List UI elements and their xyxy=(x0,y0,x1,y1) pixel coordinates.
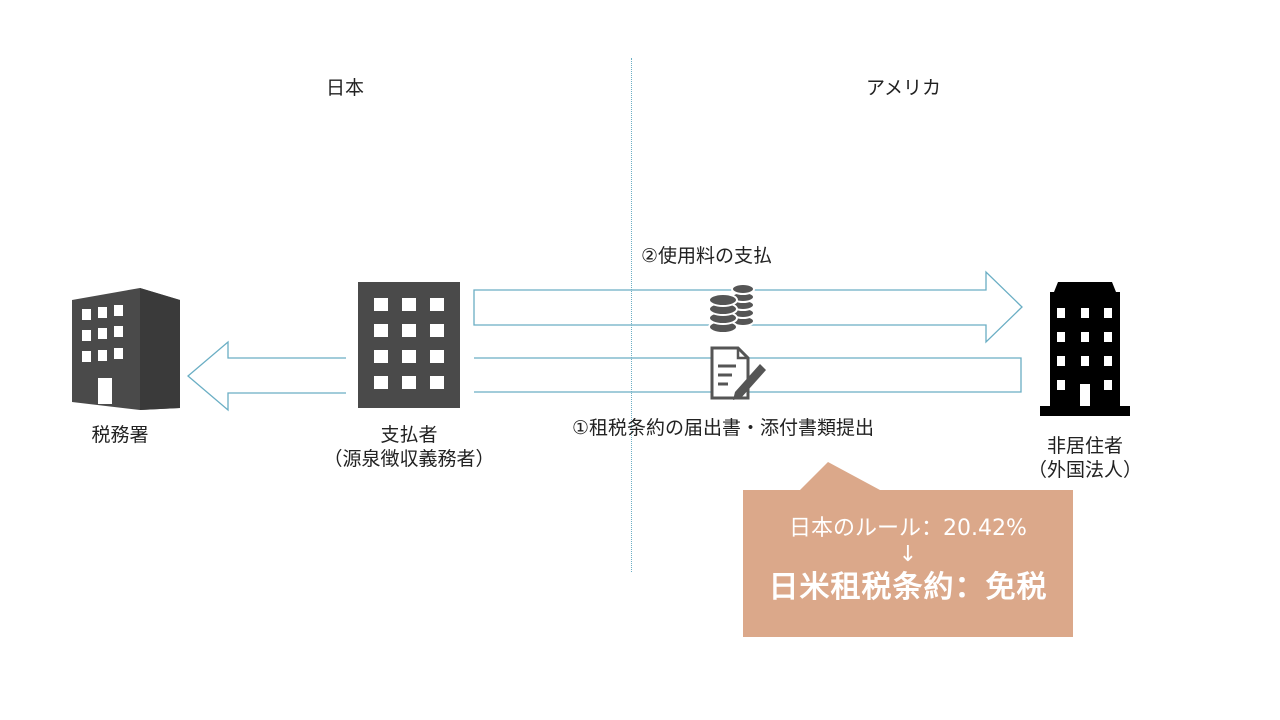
callout-box xyxy=(743,462,1073,637)
callout-rule: 日本のルール：20.42% xyxy=(789,516,1027,541)
coins-stack-icon xyxy=(708,283,755,334)
payer-label-line2: （源泉徴収義務者） xyxy=(323,448,495,470)
callout-content: 日本のルール：20.42% ↓ 日米租税条約：免税 xyxy=(743,514,1073,610)
nonresident-label-line1: 非居住者 xyxy=(1046,435,1123,457)
tower-building-icon xyxy=(1040,282,1130,416)
callout-result: 日米租税条約：免税 xyxy=(768,570,1048,605)
tax-office-label: 税務署 xyxy=(91,424,149,446)
building-icon xyxy=(358,282,460,408)
region-label-usa: アメリカ xyxy=(866,77,942,99)
region-label-japan: 日本 xyxy=(326,77,365,99)
filing-flow-label: ①租税条約の届出書・添付書類提出 xyxy=(572,417,875,439)
building-icon xyxy=(72,288,180,410)
arrow-to-tax-office xyxy=(186,340,346,412)
nonresident-label-line2: （外国法人） xyxy=(1027,459,1142,481)
document-pen-icon xyxy=(710,346,766,400)
payment-flow-label: ②使用料の支払 xyxy=(641,245,773,267)
arrow-payment xyxy=(473,270,1023,344)
payer-label: 支払者 （源泉徴収義務者） xyxy=(318,423,500,471)
nonresident-label: 非居住者 （外国法人） xyxy=(1022,434,1148,482)
payer-label-line1: 支払者 xyxy=(380,424,438,446)
border-divider xyxy=(631,58,632,572)
callout-arrow: ↓ xyxy=(898,542,918,567)
